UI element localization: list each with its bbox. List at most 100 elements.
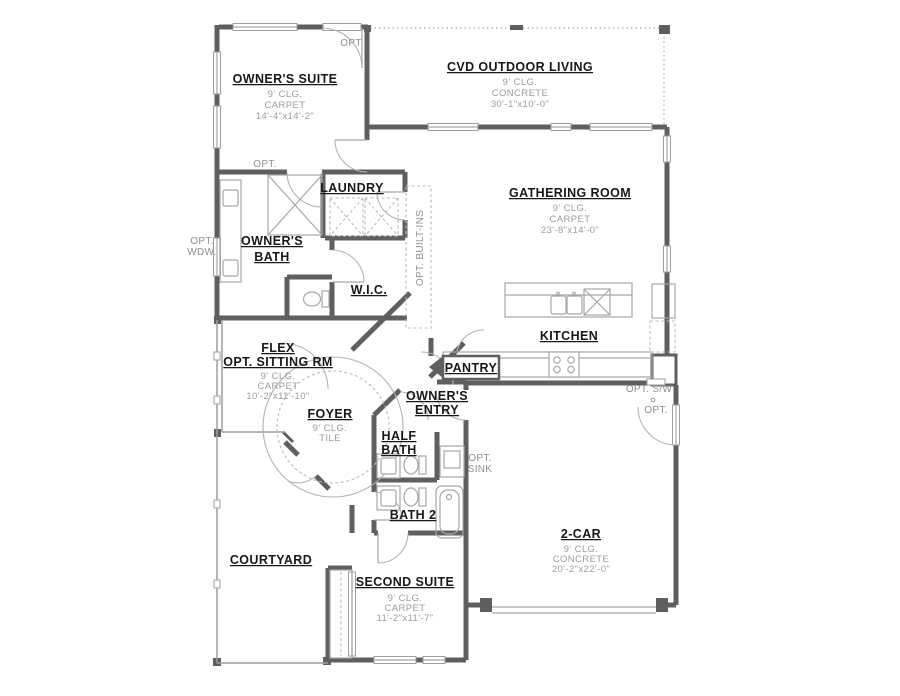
opt-single-window: [646, 378, 666, 386]
flex-floor: CARPET: [258, 381, 299, 392]
pantry-tag-box: [441, 354, 501, 381]
refrigerator: [649, 320, 676, 353]
toilet-tank: [418, 487, 427, 507]
washer: [329, 197, 364, 237]
gathering-ceiling: 9' CLG.: [553, 203, 588, 214]
sink: [380, 457, 397, 475]
owners-bath-label-2: BATH: [254, 250, 289, 264]
bath2-label: BATH 2: [390, 508, 437, 522]
shower-glass: [267, 174, 323, 236]
laundry-label: LAUNDRY: [320, 181, 384, 195]
gathering-size: 23'-8"x14'-0": [541, 225, 599, 236]
second-suite-floor: CARPET: [385, 603, 426, 614]
outdoor-boundaries: [213, 25, 670, 664]
garage-door-post-right: [656, 598, 668, 612]
foyer-label: FOYER: [307, 407, 352, 421]
opt-garage-door-label: OPT.: [644, 405, 667, 416]
opt-window-label-1: OPT.: [190, 236, 213, 247]
opt-sink-nook: [439, 445, 465, 478]
flex-label-2: OPT. SITTING RM: [223, 355, 332, 369]
courtyard-window-post: [213, 351, 221, 361]
garage-size: 20'-2"x22'-0": [552, 564, 610, 575]
garage-floor: CONCRETE: [553, 554, 610, 565]
foyer-secondsuite-walls: [283, 440, 466, 663]
vanity: [219, 179, 242, 283]
vanity: [376, 485, 401, 511]
opt-sink-label-1: OPT.: [468, 453, 491, 464]
foyer-ceiling: 9' CLG.: [313, 423, 348, 434]
flex-corner-post: [281, 430, 295, 444]
pantry-tag: [429, 354, 501, 381]
kitchen-island: [504, 282, 633, 318]
opt-sink: [443, 450, 461, 469]
foyer-rotunda-inner: [276, 370, 390, 484]
courtyard-window-post: [213, 499, 221, 509]
flex-size: 10'-2"x11'-10": [246, 391, 309, 402]
outdoor-living-ceiling: 9' CLG.: [503, 77, 538, 88]
opt-sink-label-2: SINK: [468, 464, 493, 475]
labels: OWNER'S SUITE 9' CLG. CARPET 14'-4"x14'-…: [187, 38, 672, 624]
burner: [567, 365, 575, 374]
sink: [222, 259, 239, 277]
opt-window-label-2: WDW.: [187, 247, 217, 258]
opt-suite-door-label: OPT.: [253, 159, 276, 170]
garage-door-lines: [492, 606, 656, 614]
island-sink: [566, 295, 583, 315]
opt-door-opening: [322, 23, 362, 31]
half-bath-label-2: BATH: [381, 443, 416, 457]
faucet: [572, 291, 576, 296]
half-bath-label-1: HALF: [382, 429, 417, 443]
outdoor-living-size: 30'-1"x10'-0": [491, 99, 549, 110]
closet: [329, 569, 353, 659]
courtyard-window-post: [213, 395, 221, 405]
gathering-walls: [367, 124, 670, 360]
gathering-room-label: GATHERING ROOM: [509, 186, 631, 200]
fixtures: [219, 174, 676, 659]
washer-dryer-x: [329, 197, 399, 237]
island-sink: [550, 295, 567, 315]
toilet-tank: [321, 290, 330, 308]
outdoor-living-floor: CONCRETE: [492, 88, 549, 99]
dryer: [364, 197, 399, 237]
courtyard-boundary: [216, 320, 328, 664]
opt-builtins-label: OPT. BUILT-INS: [415, 210, 426, 286]
flex-label-1: FLEX: [261, 341, 295, 355]
burner: [553, 356, 561, 364]
owners-entry-label-1: OWNER'S: [406, 389, 468, 403]
foyer-rotunda: [262, 356, 404, 498]
burner: [567, 356, 575, 364]
faucet: [556, 291, 560, 296]
wall-post: [323, 657, 331, 665]
wic-label: W.I.C.: [351, 283, 387, 297]
opt-marker: [650, 397, 656, 403]
garage-ceiling: 9' CLG.: [564, 544, 599, 555]
opt-builtins-area: [405, 185, 432, 329]
second-suite-ceiling: 9' CLG.: [388, 593, 423, 604]
owners-suite-ceiling: 9' CLG.: [268, 89, 303, 100]
stove: [548, 351, 580, 378]
owners-suite-floor: CARPET: [265, 100, 306, 111]
toilet-tank: [418, 455, 427, 475]
kitchen-label: KITCHEN: [540, 329, 598, 343]
dishwasher: [583, 288, 611, 316]
foyer-floor: TILE: [319, 433, 341, 444]
gathering-floor: CARPET: [550, 214, 591, 225]
garage-door-post-left: [480, 598, 492, 612]
vanity: [376, 453, 401, 479]
outdoor-living-label: CVD OUTDOOR LIVING: [447, 60, 593, 74]
opt-sw-label: OPT. S/W: [626, 384, 673, 395]
dishwasher-x: [583, 288, 611, 316]
tub-drain: [445, 493, 453, 501]
garage-label: 2-CAR: [561, 527, 601, 541]
bathtub: [435, 485, 464, 539]
second-suite-size: 11'-2"x11'-7": [377, 613, 434, 624]
toilet: [403, 487, 419, 507]
sink: [222, 189, 239, 207]
patio-post: [364, 25, 371, 32]
owners-suite-label: OWNER'S SUITE: [233, 72, 338, 86]
pantry-label: PANTRY: [445, 361, 498, 375]
bathtub-inner: [439, 489, 460, 535]
pantry-tag-arrow: [429, 356, 443, 378]
